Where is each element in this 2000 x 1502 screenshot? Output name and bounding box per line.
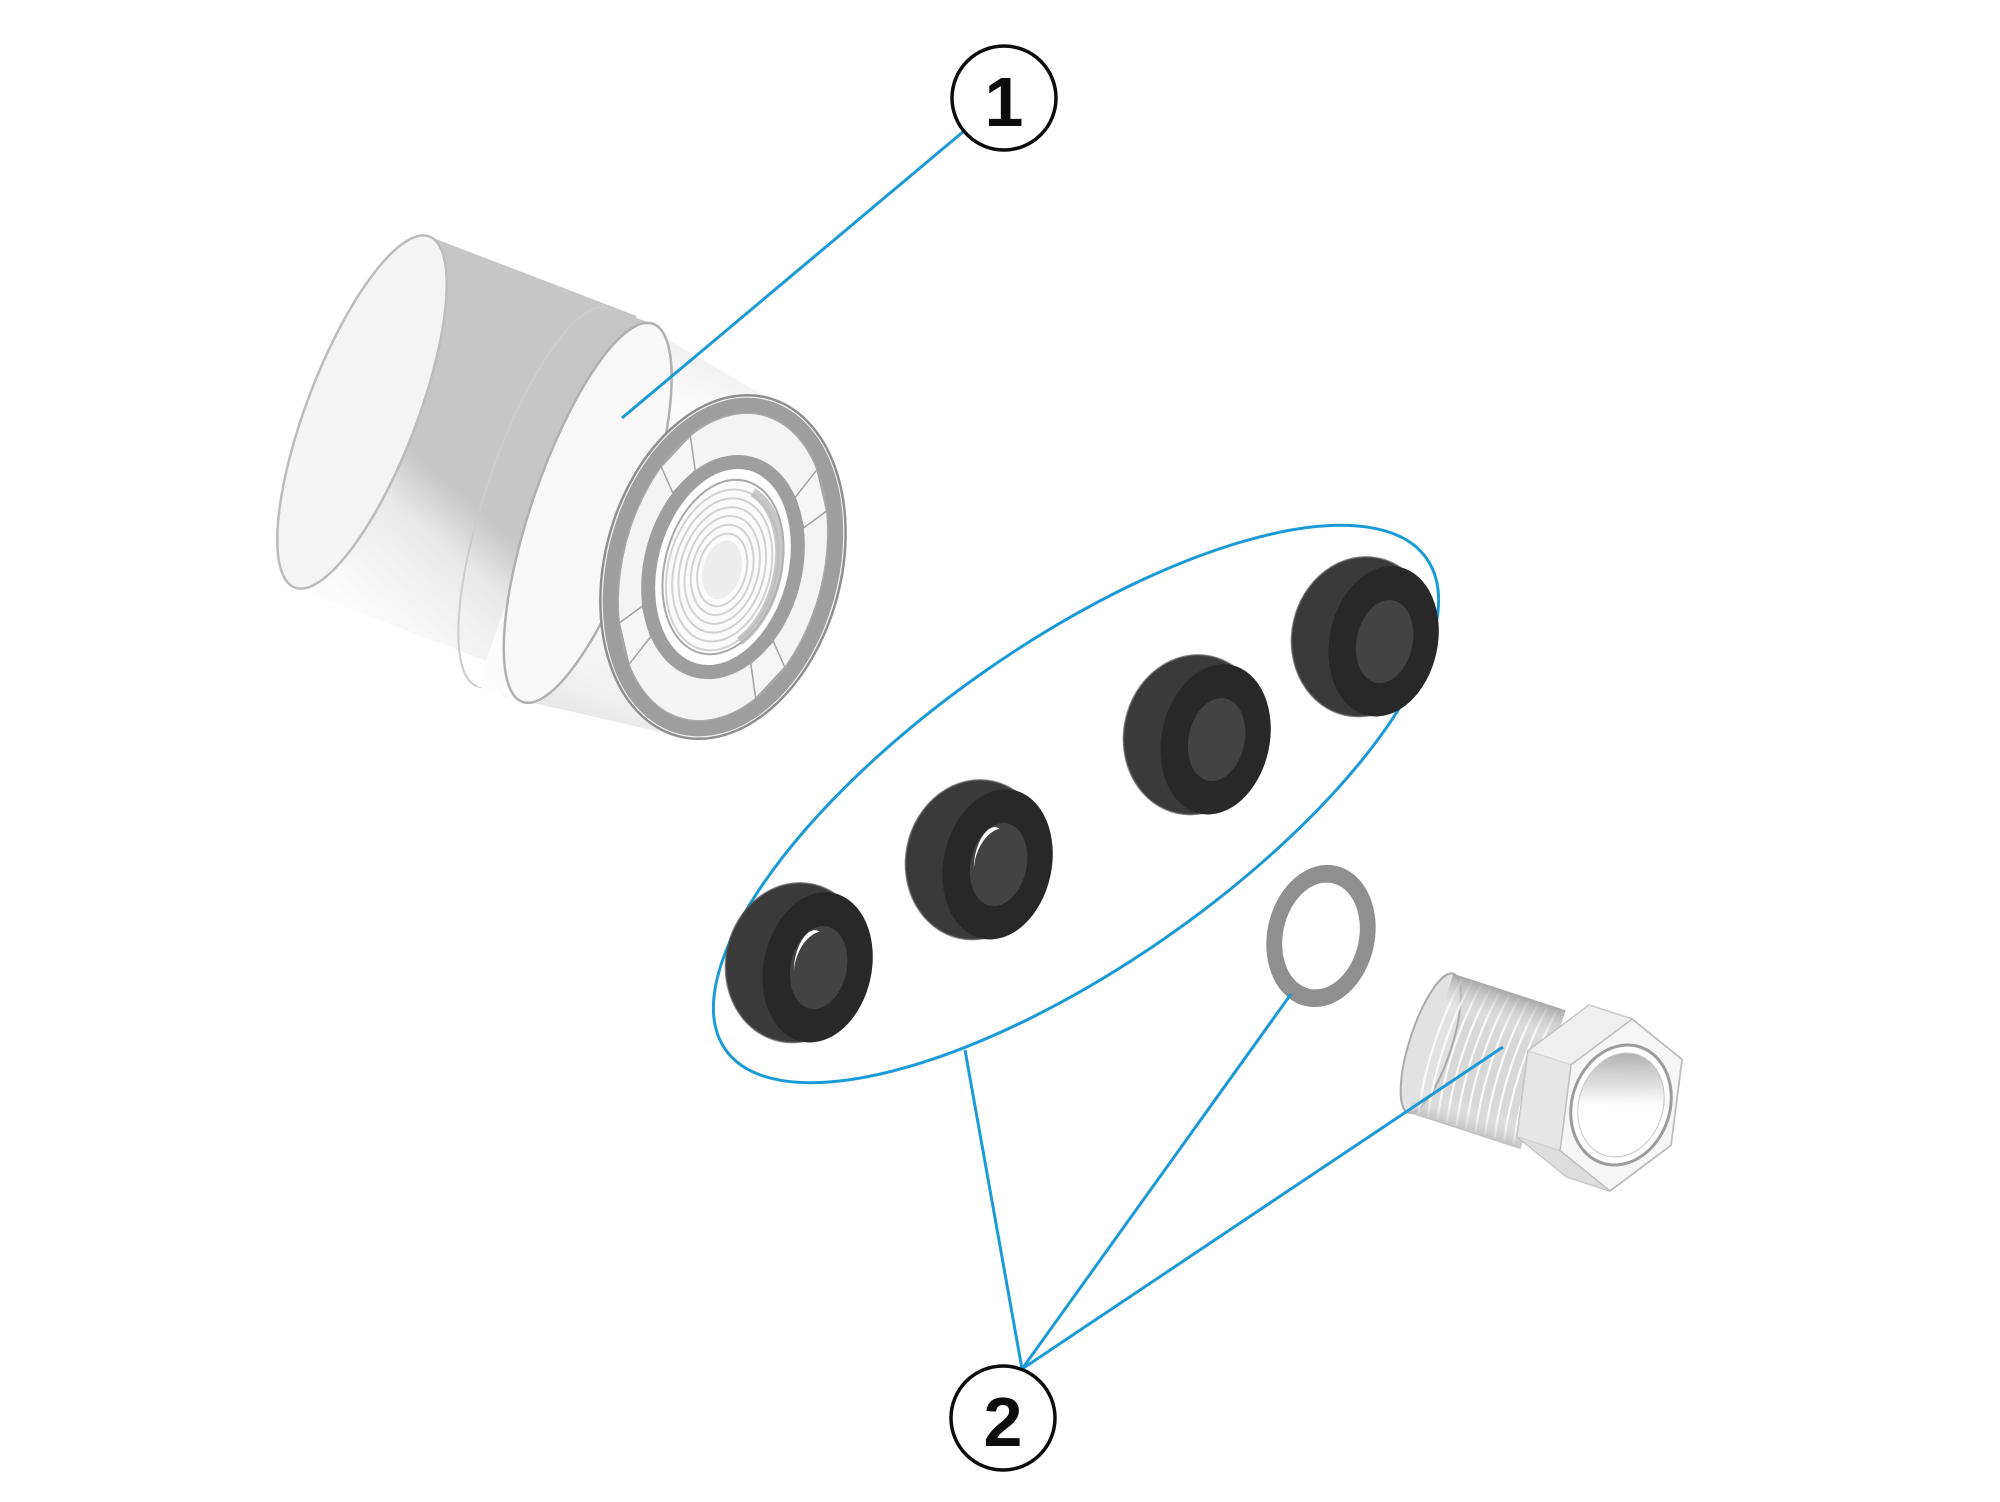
leader-line-2a: [963, 1049, 1024, 1370]
callout-badge-1: 1: [950, 44, 1058, 152]
callout-circle-1: [950, 44, 1058, 152]
rubber-washer-4: [1276, 542, 1455, 732]
callout-circle-2: [949, 1364, 1057, 1472]
washer-hole-wall: [793, 931, 846, 1007]
rubber-washer-1: [710, 868, 889, 1058]
leader-line-2c: [1021, 1045, 1504, 1371]
face-rim-band: [602, 397, 844, 737]
leader-line-1: [621, 129, 965, 420]
threaded-plug: [1399, 972, 1683, 1192]
flat-washer: [1266, 864, 1376, 1008]
part-socket-coupling: [276, 234, 847, 741]
callout-badge-2: 2: [949, 1364, 1057, 1472]
leader-lines: [621, 129, 1504, 1371]
washer-hole-wall: [973, 828, 1026, 904]
flat-washer-hole: [1282, 882, 1360, 990]
coupling-back-body: [289, 234, 637, 668]
plug-bore-shadow: [1577, 1052, 1665, 1158]
callout-number-1: 1: [985, 63, 1024, 141]
leader-line-2b: [1020, 993, 1293, 1370]
rubber-washer-3: [1108, 640, 1287, 830]
coupling-back-face: [276, 234, 448, 590]
washer-group-ellipse: [711, 523, 1441, 1085]
callout-number-2: 2: [984, 1383, 1023, 1461]
rubber-washer-2: [890, 765, 1069, 955]
coupling-back-cylinder: [276, 234, 637, 668]
face-bore-center: [702, 540, 743, 600]
plug-bore-edge: [1577, 1052, 1665, 1158]
face-bore-shadow: [737, 488, 785, 645]
coupling-front-face: [599, 393, 847, 741]
flange-back-edge: [457, 306, 628, 689]
